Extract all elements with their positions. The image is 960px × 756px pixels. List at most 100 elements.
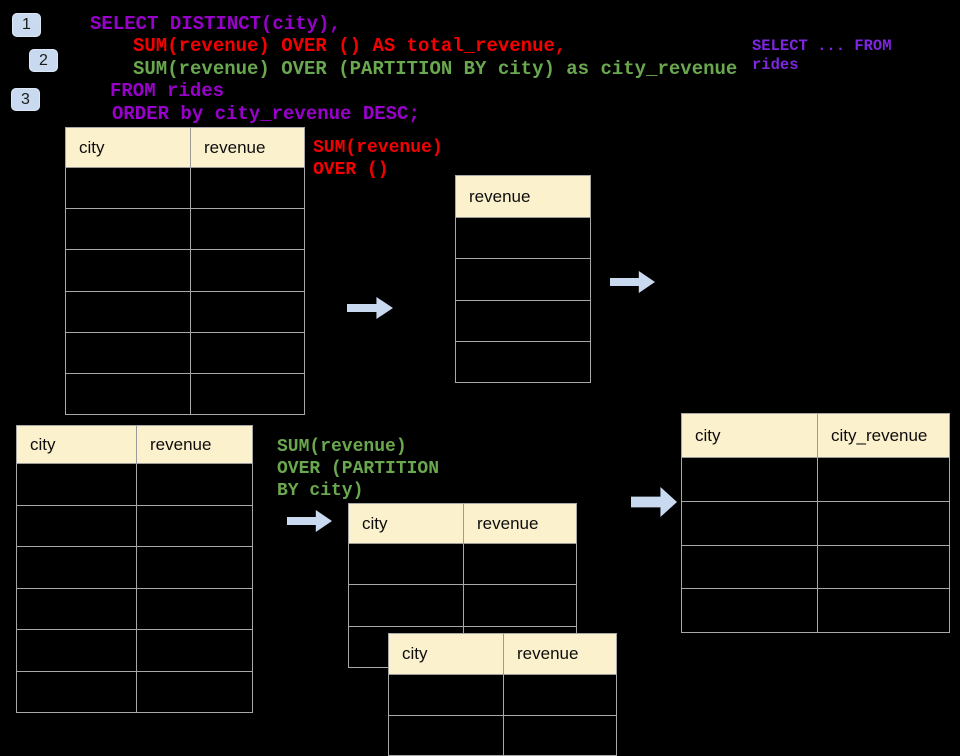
table-cell (66, 373, 191, 415)
table-cell (17, 671, 137, 712)
table-cell (389, 675, 504, 715)
table-cell (464, 544, 576, 584)
column-header-revenue: revenue (469, 186, 531, 206)
column-header-city-revenue: city_revenue (831, 425, 928, 445)
table-cell (66, 250, 191, 291)
column-header-revenue: revenue (150, 434, 212, 454)
table-cell (456, 218, 590, 258)
column-header-city: city (349, 504, 464, 543)
table-cell (66, 291, 191, 332)
table-cell (137, 630, 252, 671)
table-row (17, 587, 252, 630)
table-cell (818, 546, 949, 589)
sql-line-select: SELECT DISTINCT(city), (90, 13, 341, 35)
source-table-bottom: city revenue (16, 425, 253, 713)
table-cell (17, 464, 137, 505)
arrow-right-icon (347, 297, 393, 319)
total-window-line1: SUM(revenue) (313, 138, 443, 158)
column-header-city: city (682, 414, 818, 457)
table-cell (464, 585, 576, 625)
table-cell (349, 585, 464, 626)
table-cell (191, 333, 304, 373)
step-badge-2: 2 (29, 49, 58, 72)
partition-window-line2: OVER (PARTITION (277, 459, 440, 479)
sql-line-order-by: ORDER by city_revenue DESC; (112, 102, 420, 125)
table-cell (504, 716, 616, 755)
table-cell (191, 250, 304, 290)
table-cell (682, 589, 818, 632)
table-row (682, 458, 949, 501)
table-cell (66, 209, 191, 250)
side-note: SELECT ... FROM rides (752, 37, 892, 75)
side-note-line1: SELECT ... FROM (752, 37, 892, 55)
table-row (66, 208, 304, 250)
column-header-city: city (66, 128, 191, 167)
table-row (66, 290, 304, 332)
step-badge-3: 3 (11, 88, 40, 111)
table-cell (137, 506, 252, 547)
side-note-line2: rides (752, 56, 799, 74)
table-row (66, 372, 304, 415)
table-cell (682, 545, 818, 589)
sql-query-block: SELECT DISTINCT(city), SUM(revenue) OVER… (0, 13, 737, 125)
table-row (389, 675, 616, 715)
table-row (17, 670, 252, 713)
table-row (456, 340, 590, 382)
arrow-right-icon (631, 487, 677, 517)
table-row (349, 544, 576, 585)
table-cell (66, 332, 191, 373)
table-cell (137, 547, 252, 588)
sql-line-city-revenue: SUM(revenue) OVER (PARTITION BY city) as… (133, 57, 738, 80)
partition-window-line1: SUM(revenue) (277, 437, 407, 457)
table-cell (191, 292, 304, 332)
table-row (682, 544, 949, 589)
table-row (17, 629, 252, 671)
table-row (456, 299, 590, 341)
table-cell (66, 168, 191, 209)
table-row (349, 584, 576, 626)
table-row (389, 715, 616, 755)
table-row (456, 258, 590, 299)
table-row (682, 588, 949, 632)
arrow-right-icon (610, 271, 655, 293)
total-window-annotation: SUM(revenue) OVER () (313, 137, 443, 181)
total-revenue-table: revenue (455, 175, 591, 383)
partition-window-line3: BY city) (277, 481, 364, 501)
table-row (456, 218, 590, 258)
table-cell (456, 259, 590, 299)
table-row (17, 546, 252, 588)
table-row (17, 464, 252, 505)
table-cell (17, 505, 137, 546)
table-row (66, 249, 304, 291)
table-cell (504, 675, 616, 715)
table-cell (137, 589, 252, 630)
table-cell (456, 301, 590, 341)
column-header-city: city (389, 634, 504, 674)
table-cell (191, 209, 304, 249)
partition-group-table-front: city revenue (388, 633, 617, 756)
table-cell (456, 342, 590, 382)
partition-window-annotation: SUM(revenue) OVER (PARTITION BY city) (277, 436, 439, 502)
table-row (682, 500, 949, 545)
sql-line-from: FROM rides (110, 80, 225, 103)
total-window-line2: OVER () (313, 160, 389, 180)
table-row (66, 168, 304, 209)
table-row (17, 504, 252, 547)
column-header-revenue: revenue (477, 513, 539, 533)
table-row (66, 331, 304, 373)
table-cell (137, 672, 252, 713)
table-cell (818, 589, 949, 632)
column-header-revenue: revenue (204, 137, 266, 157)
table-cell (818, 502, 949, 545)
arrow-right-icon (287, 510, 332, 532)
table-cell (17, 547, 137, 588)
step-badge-1: 1 (12, 13, 41, 37)
table-cell (349, 544, 464, 585)
table-cell (191, 168, 304, 208)
table-cell (682, 501, 818, 545)
table-cell (137, 464, 252, 505)
city-revenue-result-table: city city_revenue (681, 413, 950, 633)
table-cell (682, 458, 818, 501)
source-table-top: city revenue (65, 127, 305, 415)
table-cell (389, 716, 504, 755)
